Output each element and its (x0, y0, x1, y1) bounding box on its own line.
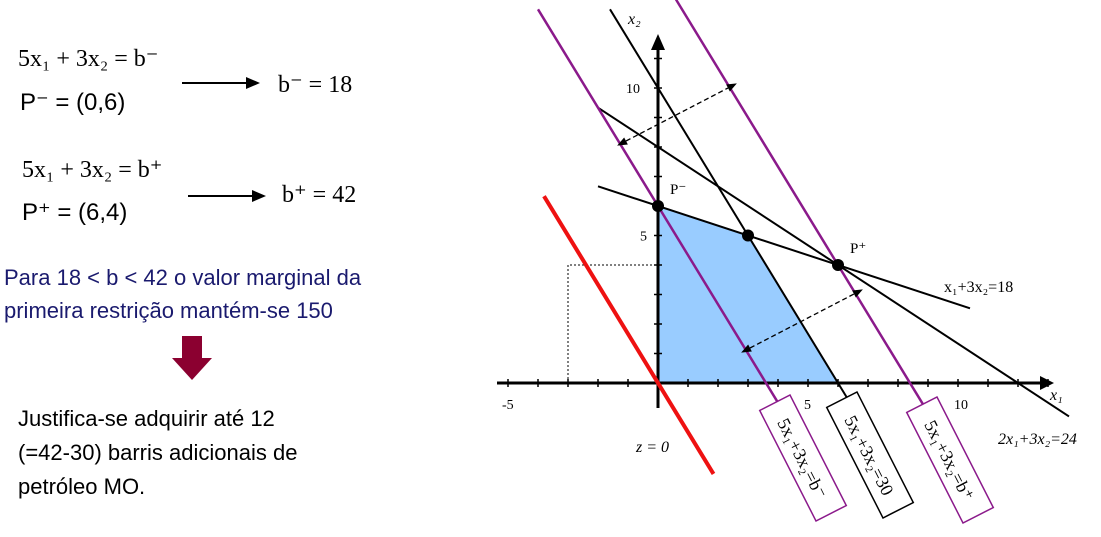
point-p-minus: P⁻ = (0,6) (20, 89, 126, 116)
shift-arrow-upper-head-start (617, 137, 628, 146)
vertex-label: P⁻ (670, 182, 686, 198)
shift-arrow-upper-head-end (726, 83, 737, 92)
feasible-region (658, 206, 838, 383)
y-axis-arrow-icon (651, 34, 665, 50)
x-axis-arrow-icon (1040, 376, 1054, 390)
objective-line-z0 (542, 195, 716, 476)
x-tick-label: 10 (954, 398, 968, 413)
x-tick-label: -5 (502, 398, 514, 413)
x-tick-label: 5 (804, 398, 811, 413)
label-2x1-3x2-24: 2x₁+3x₂=24 (998, 431, 1077, 448)
eq-b-minus: 5x₁ + 3x₂ = b⁻ (18, 46, 159, 72)
box-label-frame (905, 396, 995, 524)
vertex-point (652, 200, 664, 212)
range-line-2: primeira restrição mantém-se 150 (4, 298, 333, 323)
constraint-line-5x1-3x2-30 (609, 8, 839, 384)
dotted-guide (567, 264, 658, 383)
shift-arrow-lower-head-start (741, 344, 752, 353)
y-tick-label: 10 (626, 82, 640, 97)
arrow-right-icon (182, 77, 260, 89)
label-z0: z = 0 (635, 439, 669, 456)
vertex-point (832, 259, 844, 271)
arrow-down-icon (172, 336, 212, 380)
x-axis-label: x₁ (1049, 387, 1063, 404)
point-p-plus: P⁺ = (6,4) (22, 199, 128, 226)
range-line-1: Para 18 < b < 42 o valor marginal da (4, 265, 362, 290)
shift-arrow-lower (749, 293, 855, 349)
eq-b-plus: 5x₁ + 3x₂ = b⁺ (22, 157, 163, 183)
arrow-right-icon (188, 190, 266, 202)
label-x1-3x2-18: x₁+3x₂=18 (944, 279, 1013, 296)
result-b-minus: b⁻ = 18 (278, 72, 353, 98)
justify-line-2: (=42-30) barris adicionais de (18, 440, 298, 465)
line-b-plus (674, 0, 927, 409)
y-tick-label: 5 (640, 230, 647, 245)
box-label-frame (758, 394, 848, 522)
justify-line-1: Justifica-se adquirir até 12 (18, 406, 275, 431)
box-label-frame (825, 391, 915, 519)
box-label-b-plus: 5x₁+3x₂=b⁺ (905, 396, 995, 524)
vertex-point (742, 229, 754, 242)
result-b-plus: b⁺ = 42 (282, 182, 357, 208)
shift-arrow-lower-head-end (852, 289, 863, 298)
shift-arrow-upper (625, 87, 729, 142)
vertex-label: P⁺ (850, 241, 866, 257)
y-axis-label: x₂ (627, 11, 641, 28)
justify-line-3: petróleo MO. (18, 474, 146, 499)
